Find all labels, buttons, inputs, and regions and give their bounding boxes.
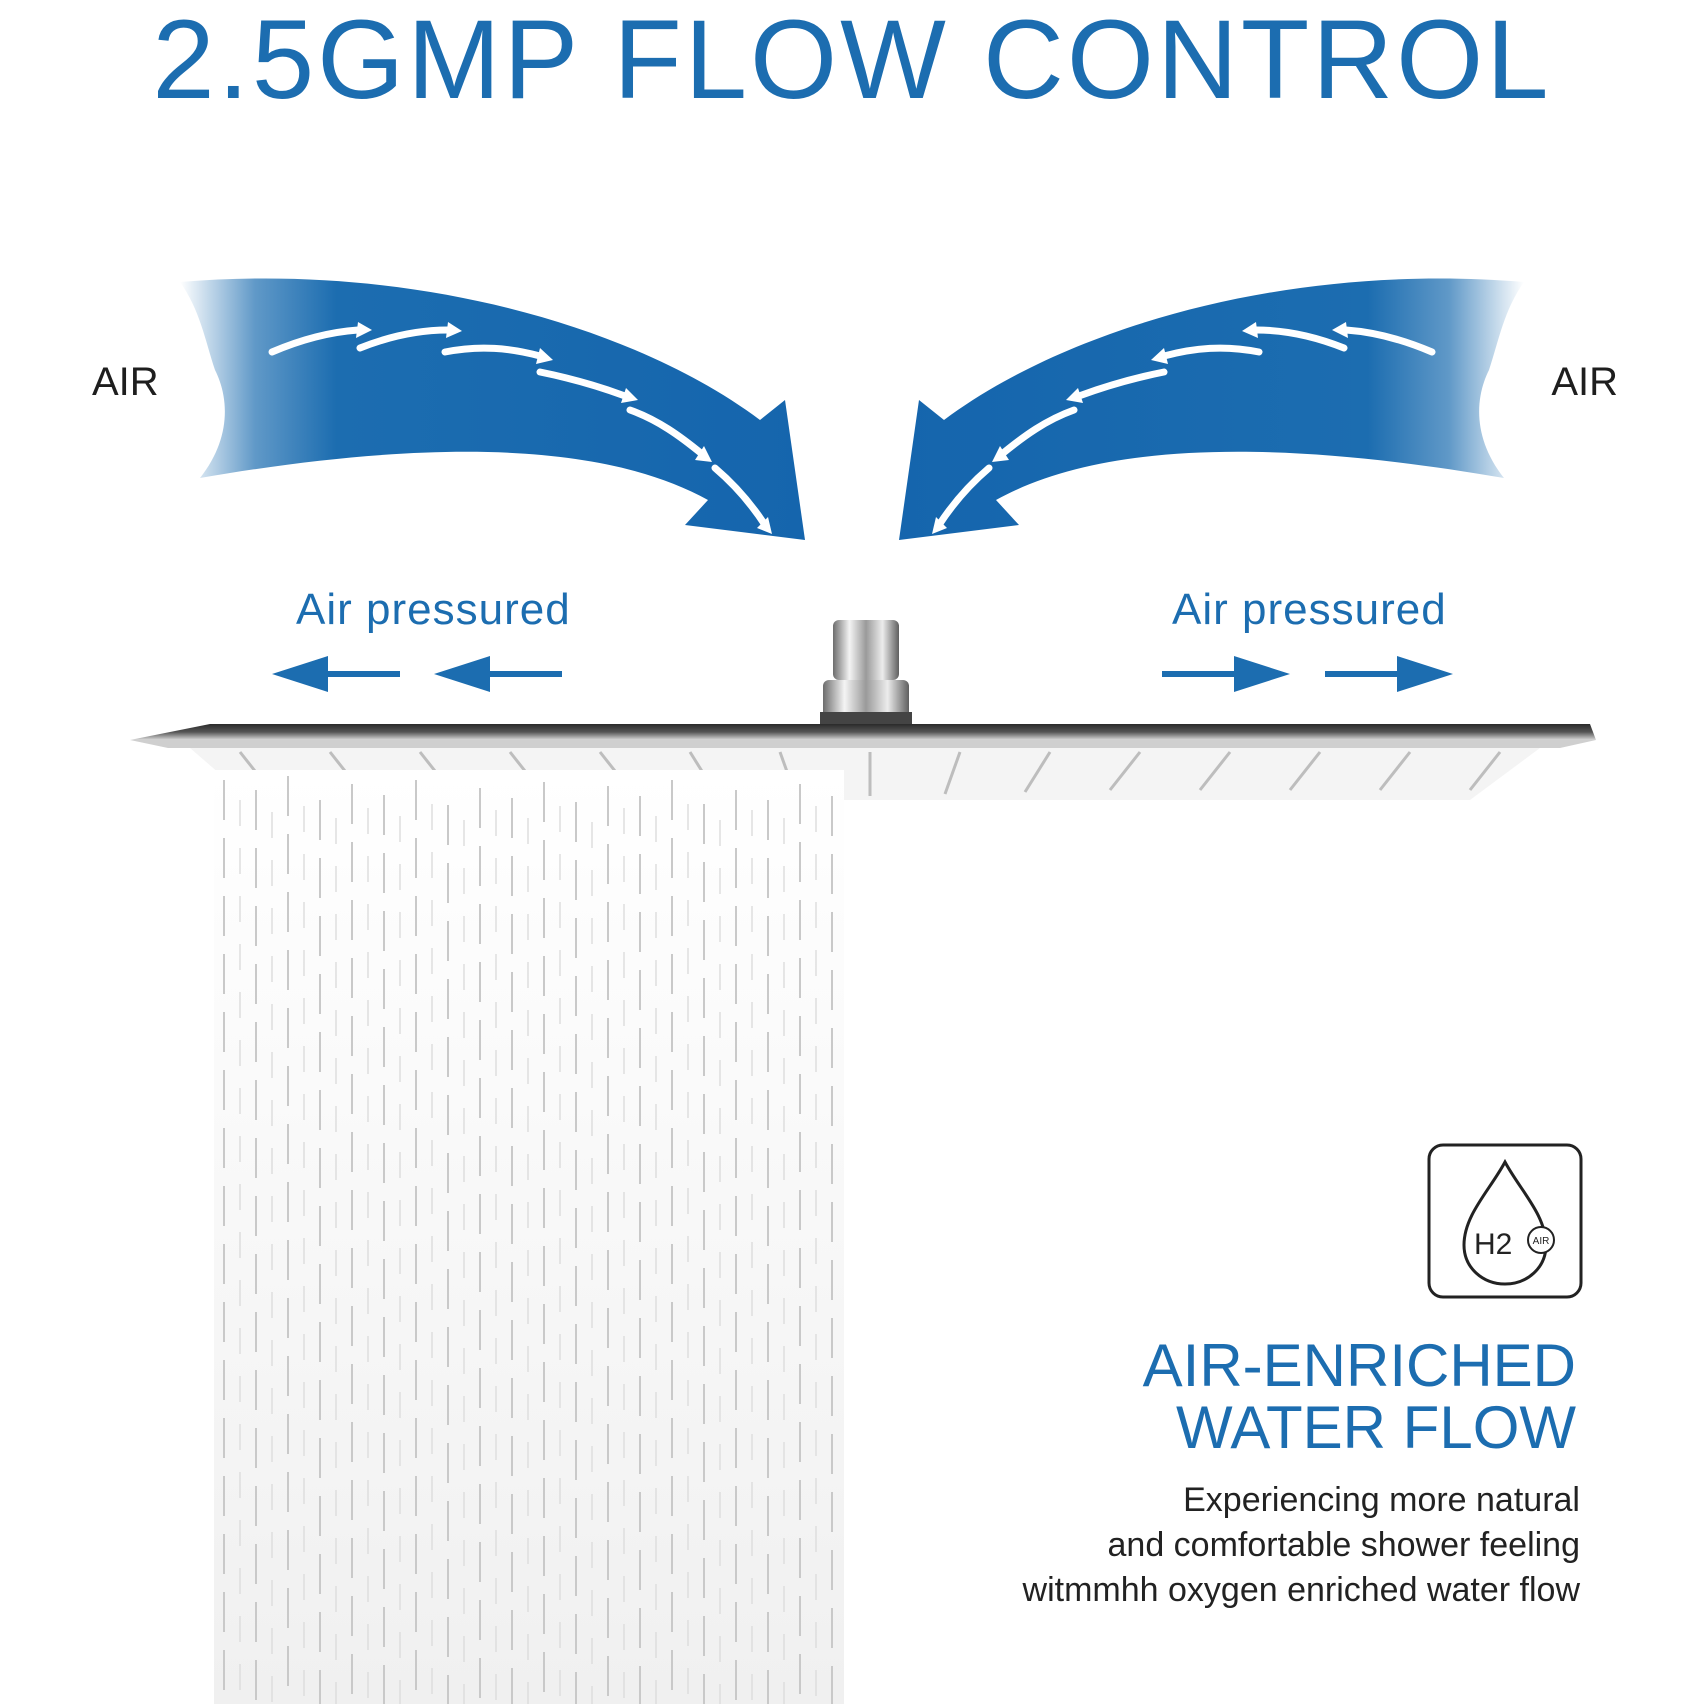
feature-desc-line-3: witmmhh oxygen enriched water flow [1022, 1571, 1580, 1609]
air-label-right: AIR [1551, 360, 1618, 404]
air-pressured-label-right: Air pressured [1172, 585, 1447, 634]
feature-title-line-2: WATER FLOW [1176, 1394, 1576, 1461]
badge-h2-text: H2 [1474, 1228, 1512, 1261]
badge-air-text: AIR [1533, 1236, 1550, 1247]
feature-desc-line-2: and comfortable shower feeling [1107, 1526, 1581, 1564]
water-drop-h2-air-icon: H2 AIR [1427, 1143, 1583, 1299]
right-pressure-arrows [1162, 656, 1453, 692]
left-air-flow-arrow [180, 278, 805, 540]
feature-description: Experiencing more natural and comfortabl… [860, 1478, 1580, 1613]
headline: 2.5GMP FLOW CONTROL [152, 0, 1552, 122]
water-stream [214, 770, 844, 1704]
feature-title-line-1: AIR-ENRICHED [1142, 1332, 1576, 1399]
shower-arm-connector [820, 620, 912, 724]
feature-desc-line-1: Experiencing more natural [1183, 1481, 1580, 1519]
right-air-flow-arrow [899, 278, 1524, 540]
feature-title: AIR-ENRICHED WATER FLOW [1143, 1335, 1576, 1459]
left-pressure-arrows [272, 656, 562, 692]
air-pressured-label-left: Air pressured [296, 585, 571, 634]
air-label-left: AIR [92, 360, 159, 404]
